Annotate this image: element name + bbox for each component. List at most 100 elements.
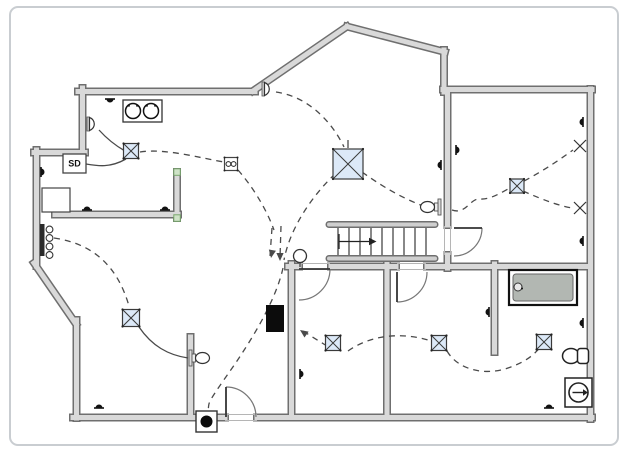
thresholds bbox=[225, 226, 451, 421]
wire-solid[interactable] bbox=[138, 326, 189, 359]
ceiling-light-cross bbox=[325, 335, 341, 351]
corner-dot bbox=[508, 177, 512, 181]
corner-dot bbox=[138, 308, 141, 311]
wall-exterior-fill bbox=[343, 23, 449, 56]
corner-dot bbox=[324, 349, 327, 352]
corner-dot bbox=[236, 169, 239, 172]
outlet-symbol[interactable] bbox=[299, 369, 304, 379]
ceiling-light-symbol[interactable] bbox=[324, 334, 342, 352]
wall-sconce-symbol[interactable] bbox=[261, 81, 270, 97]
door-swing-arc[interactable] bbox=[298, 268, 331, 301]
outlet-bump bbox=[106, 99, 114, 103]
corner-dot bbox=[331, 147, 335, 151]
corner-dot bbox=[122, 157, 125, 160]
outlet-bump bbox=[579, 237, 583, 245]
x-stroke bbox=[573, 139, 587, 153]
wall-light-x-symbol[interactable] bbox=[573, 139, 587, 153]
wire-dashed[interactable] bbox=[237, 169, 275, 231]
junction-box-symbol[interactable] bbox=[223, 156, 239, 172]
corner-dot bbox=[550, 333, 553, 336]
ceiling-light-symbol[interactable] bbox=[121, 308, 141, 328]
corner-dot bbox=[137, 142, 140, 145]
sconce-bulb bbox=[263, 81, 270, 97]
lamp-bulb bbox=[194, 351, 211, 365]
corner-dot bbox=[445, 349, 448, 352]
ceiling-light-symbol[interactable] bbox=[331, 147, 365, 181]
outlet-symbol[interactable] bbox=[485, 307, 490, 317]
wall-lamp-symbol[interactable] bbox=[188, 349, 211, 367]
corner-dot bbox=[324, 334, 327, 337]
ceiling-light-symbol[interactable] bbox=[508, 177, 526, 195]
door-swing-arc[interactable] bbox=[453, 227, 483, 257]
ceiling-light-symbol[interactable] bbox=[535, 333, 553, 351]
door-swing-arc[interactable] bbox=[225, 386, 257, 418]
door-swing-arc[interactable] bbox=[396, 271, 428, 303]
stair-arrow-head bbox=[369, 237, 377, 246]
outlet-bump bbox=[545, 404, 553, 408]
wall-lamp-symbol[interactable] bbox=[419, 198, 442, 216]
wire-dashed[interactable] bbox=[53, 237, 130, 307]
electrical-panel[interactable] bbox=[266, 305, 284, 332]
wire-dashed[interactable] bbox=[446, 348, 540, 373]
wire-dashed[interactable] bbox=[283, 173, 336, 261]
outlet-symbol[interactable] bbox=[437, 160, 442, 170]
outlet-symbol[interactable] bbox=[579, 318, 584, 328]
wire-dashed[interactable] bbox=[361, 171, 424, 207]
staircase[interactable] bbox=[325, 221, 439, 262]
outlet-symbol[interactable] bbox=[455, 145, 460, 155]
cabinet[interactable] bbox=[41, 187, 71, 213]
outlet-symbol[interactable] bbox=[579, 236, 584, 246]
smoke-detector-box[interactable] bbox=[62, 153, 87, 174]
wire-dashed[interactable] bbox=[275, 91, 345, 148]
hook bbox=[45, 251, 54, 259]
ceiling-light-symbol[interactable] bbox=[430, 334, 448, 352]
wall-light-x-symbol[interactable] bbox=[573, 201, 587, 215]
selection-handle[interactable] bbox=[173, 214, 181, 222]
corner-dot bbox=[535, 348, 538, 351]
outlet-symbol[interactable] bbox=[579, 117, 584, 127]
bathtub-faucet bbox=[513, 282, 523, 292]
wire-solid[interactable] bbox=[85, 158, 127, 167]
corner-dot bbox=[522, 191, 526, 195]
wire-dashed[interactable] bbox=[347, 335, 432, 352]
round-light-symbol[interactable] bbox=[292, 248, 308, 268]
home-run-arrow bbox=[268, 249, 276, 258]
wire-dashed[interactable] bbox=[300, 329, 328, 347]
wire-dashed[interactable] bbox=[139, 150, 225, 163]
round-light-bulb bbox=[292, 248, 308, 264]
sink-handle bbox=[154, 104, 157, 107]
home-run-arrow bbox=[276, 253, 284, 261]
corner-dot bbox=[535, 333, 538, 336]
wire-solid[interactable] bbox=[98, 129, 126, 152]
wire-dashed[interactable] bbox=[279, 225, 282, 259]
corner-dot bbox=[430, 334, 433, 337]
ceiling-light-symbol[interactable] bbox=[122, 142, 140, 160]
outlet-symbol[interactable] bbox=[544, 404, 554, 409]
outlet-bump bbox=[161, 206, 169, 210]
sink-bowl bbox=[124, 102, 142, 120]
corner-dot bbox=[361, 177, 365, 181]
hook-strip[interactable] bbox=[40, 224, 45, 256]
corner-dot bbox=[223, 156, 226, 159]
wire-dashed[interactable] bbox=[522, 190, 573, 209]
lamp-mount bbox=[437, 198, 442, 216]
corner-dot bbox=[137, 157, 140, 160]
outlet-symbol[interactable] bbox=[160, 206, 170, 211]
corner-dot bbox=[339, 334, 342, 337]
outlet-symbol[interactable] bbox=[82, 206, 92, 211]
outlet-bump bbox=[579, 319, 583, 327]
selection-handle[interactable] bbox=[173, 168, 181, 176]
smoke-detector-label: SD bbox=[68, 159, 81, 169]
outlet-symbol[interactable] bbox=[94, 404, 104, 409]
wire-dashed[interactable] bbox=[451, 187, 511, 212]
outlet-symbol[interactable] bbox=[105, 98, 115, 103]
junction-dot bbox=[230, 161, 237, 167]
wire-dashed[interactable] bbox=[207, 267, 284, 411]
bathtub-drain-dot bbox=[521, 287, 523, 290]
corner-dot bbox=[121, 308, 124, 311]
wall-sconce-symbol[interactable] bbox=[86, 116, 95, 132]
outlet-symbol[interactable] bbox=[40, 167, 45, 177]
wire-dashed[interactable] bbox=[523, 149, 574, 182]
